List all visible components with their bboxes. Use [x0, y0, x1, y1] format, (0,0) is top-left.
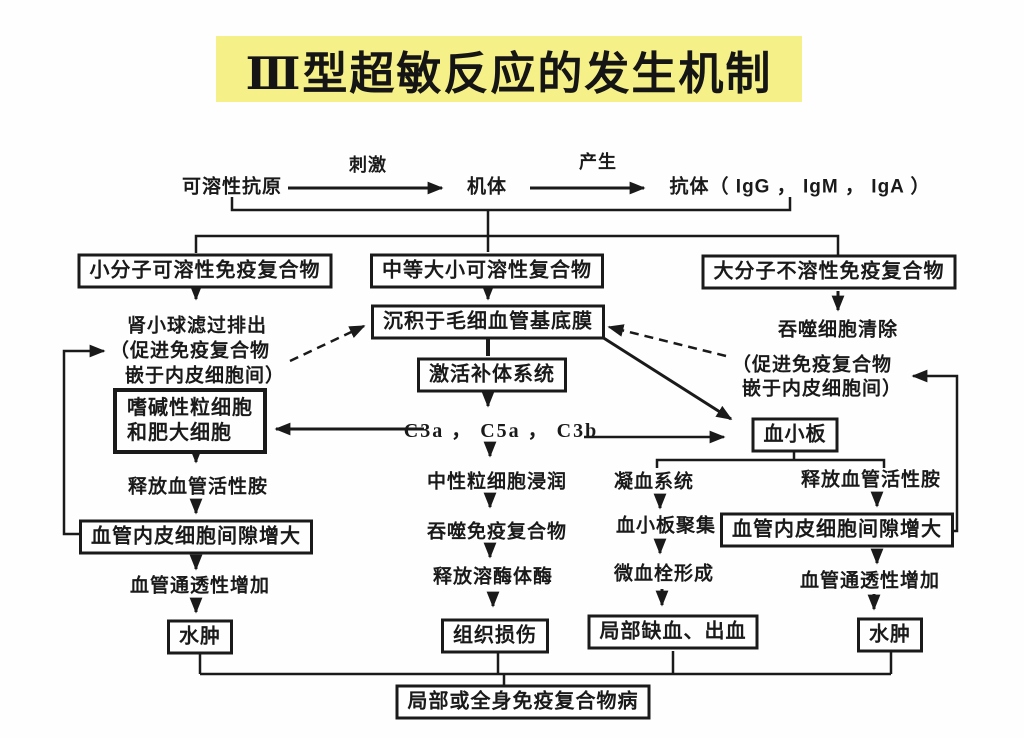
coagulation-system-label: 凝血系统: [613, 471, 695, 493]
kidney-filtration-label: 肾小球滤过排出: [126, 315, 268, 337]
basophil-mast-cell-box: 嗜碱性粒细胞 和肥大细胞: [113, 388, 267, 454]
complement-fragments-label: C3a ， C5a ， C3b: [403, 420, 599, 442]
stimulate-label: 刺激: [349, 155, 387, 176]
promote-right-line2: 嵌于内皮细胞间）: [741, 378, 903, 400]
tissue-damage-box: 组织损伤: [441, 618, 549, 654]
release-amine-right-label: 释放血管活性胺: [800, 469, 942, 491]
platelet-box: 血小板: [751, 417, 839, 453]
promote-right-line1: （促进免疫复合物: [731, 354, 893, 376]
phagocytose-complex-label: 吞噬免疫复合物: [426, 521, 568, 543]
platelet-aggregation-label: 血小板聚集: [615, 515, 717, 537]
endothelial-gap-left-box: 血管内皮细胞间隙增大: [79, 519, 313, 555]
antibody-label: 抗体（ IgG ， IgM ， IgA ）: [669, 176, 931, 198]
immune-complex-disease-box: 局部或全身免疫复合物病: [395, 684, 651, 720]
medium-complex-box: 中等大小可溶性复合物: [370, 253, 604, 289]
basophil-line2: 和肥大细胞: [127, 422, 232, 444]
phagocyte-clearance-label: 吞噬细胞清除: [777, 319, 899, 341]
organism-label: 机体: [466, 176, 508, 198]
activate-complement-box: 激活补体系统: [417, 357, 567, 393]
release-amine-left-label: 释放血管活性胺: [127, 476, 269, 498]
permeability-left-label: 血管通透性增加: [129, 575, 271, 597]
produce-label: 产生: [579, 152, 617, 173]
edema-right-box: 水肿: [857, 617, 923, 653]
promote-left-line1: （促进免疫复合物: [109, 340, 271, 362]
basophil-line1: 嗜碱性粒细胞: [127, 397, 253, 419]
title-highlight: Ⅲ型超敏反应的发生机制: [216, 36, 802, 102]
edema-left-box: 水肿: [167, 619, 233, 655]
neutrophil-infiltration-label: 中性粒细胞浸润: [426, 471, 568, 493]
release-lysosomal-enzyme-label: 释放溶酶体酶: [432, 566, 554, 588]
deposit-basement-membrane-box: 沉积于毛细血管基底膜: [371, 304, 605, 340]
permeability-right-label: 血管通透性增加: [799, 570, 941, 592]
small-complex-box: 小分子可溶性免疫复合物: [77, 253, 333, 289]
microthrombus-label: 微血栓形成: [613, 563, 715, 585]
large-complex-box: 大分子不溶性免疫复合物: [701, 254, 957, 290]
page-title: Ⅲ型超敏反应的发生机制: [245, 48, 773, 99]
promote-left-line2: 嵌于内皮细胞间）: [124, 365, 286, 387]
soluble-antigen-label: 可溶性抗原: [181, 176, 283, 198]
endothelial-gap-right-box: 血管内皮细胞间隙增大: [720, 512, 954, 548]
ischemia-hemorrhage-box: 局部缺血、出血: [587, 614, 759, 650]
